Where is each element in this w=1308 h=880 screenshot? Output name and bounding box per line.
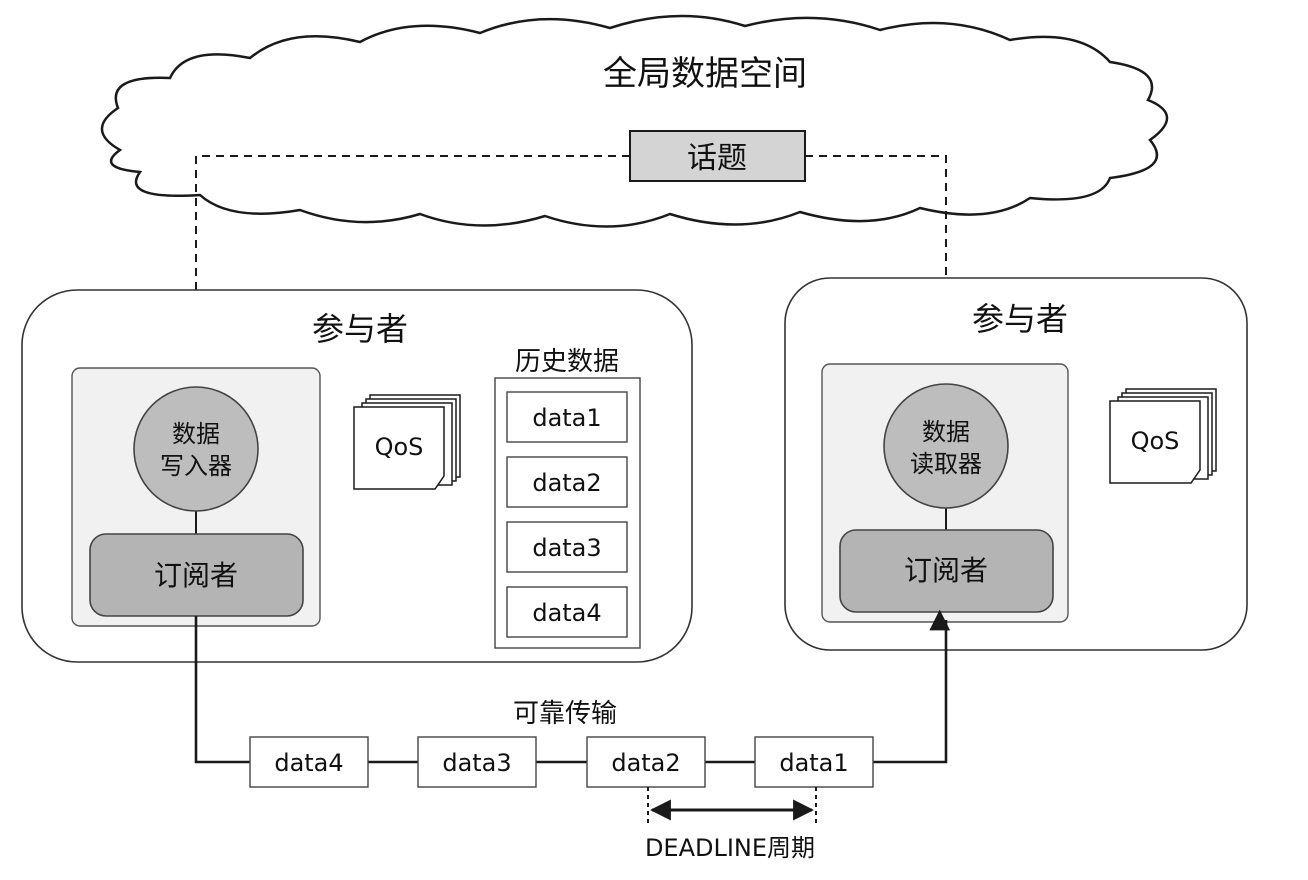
qos-stack-left [353,394,461,490]
packet-box [586,736,706,788]
packet-box [417,736,537,788]
participant-right-title: 参与者 [972,300,1068,338]
transport-label: 可靠传输 [513,699,617,729]
participant-left: 参与者 数据 写入器 订阅者 QoS 历史数据 data1 data2 [21,289,693,663]
transport-packet: data4 [249,736,369,788]
packet-box [249,736,369,788]
history-item-box [506,521,628,573]
packet-label: data2 [611,749,680,777]
global-data-space-cloud: 全局数据空间 话题 [100,14,1169,228]
transport-packet: data2 [586,736,706,788]
packet-label: data1 [779,749,848,777]
history-item-label: data3 [532,534,601,562]
history-item: data2 [506,456,628,508]
deadline-label: DEADLINE周期 [645,834,815,862]
history-item: data3 [506,521,628,573]
packet-label: data3 [442,749,511,777]
packet-label: data4 [274,749,343,777]
history-item-box [506,391,628,443]
packet-box [754,736,874,788]
topic-label: 话题 [687,141,747,176]
qos-sheet-front [1109,400,1201,484]
transport-line [194,609,951,764]
data-reader-circle [883,383,1009,509]
qos-label-right: QoS [1131,427,1180,455]
participant-left-title: 参与者 [312,310,408,348]
history-item: data4 [506,586,628,638]
subscriber-label-left: 订阅者 [154,559,238,592]
global-space-title: 全局数据空间 [603,54,807,94]
data-writer-label-line1: 数据 [172,420,220,448]
history-list: data1 data2 data3 data4 [506,391,628,638]
history-title: 历史数据 [515,347,619,377]
data-writer-circle [133,386,259,512]
data-reader-label-line2: 读取器 [910,450,982,478]
participant-right: 参与者 数据 读取器 订阅者 QoS [784,277,1248,651]
qos-label-left: QoS [375,433,424,461]
history-item: data1 [506,391,628,443]
history-item-label: data4 [532,599,601,627]
qos-sheet-front [353,406,445,490]
deadline-period: DEADLINE周期 [645,787,817,862]
history-item-label: data2 [532,469,601,497]
history-item-label: data1 [532,404,601,432]
reliable-transport: 可靠传输 data4 data3 data2 data1 [194,609,951,788]
transport-packet: data1 [754,736,874,788]
history-item-box [506,586,628,638]
data-reader-label-line1: 数据 [922,418,970,446]
subscriber-label-right: 订阅者 [904,554,988,587]
transport-packet: data3 [417,736,537,788]
history-item-box [506,456,628,508]
cloud-shape [100,14,1169,228]
data-writer-label-line2: 写入器 [160,452,232,480]
qos-stack-right [1109,388,1217,484]
